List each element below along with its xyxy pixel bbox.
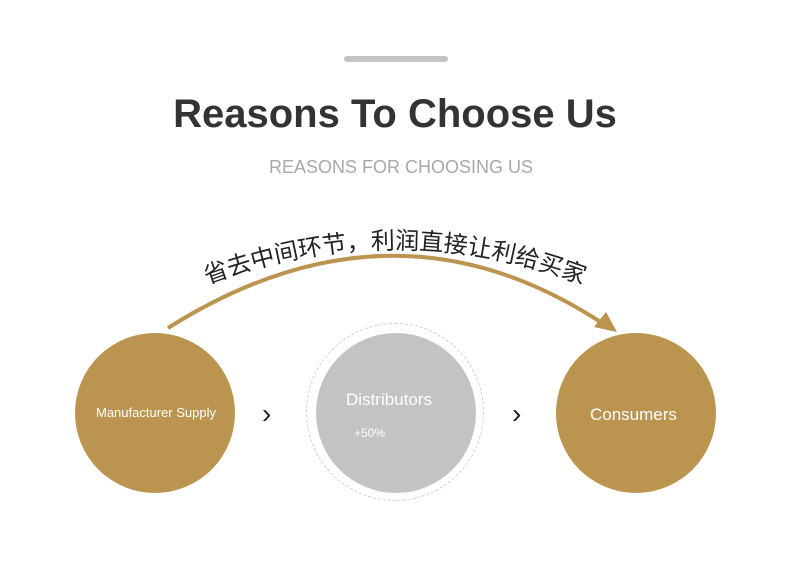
page-subtitle: REASONS FOR CHOOSING US <box>268 157 534 177</box>
step-label: Manufacturer Supply <box>96 405 216 420</box>
step-note: +50% <box>354 426 386 440</box>
step-label: Distributors <box>346 390 432 409</box>
step-consumers: Consumers <box>556 333 716 493</box>
chevron-right-icon: › <box>512 398 522 429</box>
step-distributors: Distributors +50% <box>316 333 476 493</box>
step-manufacturer: Manufacturer Supply <box>75 333 235 493</box>
chevron-right-icon: › <box>262 398 272 429</box>
top-divider-bar <box>344 56 448 62</box>
dashed-ring <box>306 323 484 501</box>
arrowhead-icon <box>594 312 617 332</box>
page-title: Reasons To Choose Us <box>173 92 617 136</box>
arc-arrow <box>166 253 607 330</box>
step-label: Consumers <box>590 405 677 424</box>
